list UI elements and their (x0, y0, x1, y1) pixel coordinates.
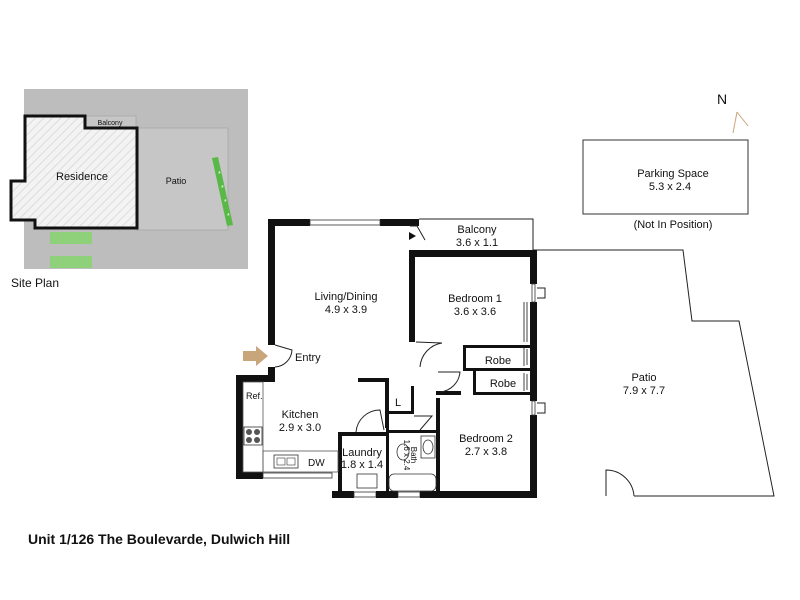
site-balcony-label: Balcony (98, 120, 123, 127)
property-address: Unit 1/126 The Boulevarde, Dulwich Hill (28, 531, 291, 547)
balcony-dims: 3.6 x 1.1 (456, 237, 498, 249)
bedroom2-dims: 2.7 x 3.8 (465, 446, 507, 458)
parking-dims: 5.3 x 2.4 (649, 181, 691, 193)
balcony-label: Balcony (457, 224, 497, 236)
laundry-tub (356, 473, 378, 489)
patio-outline (533, 249, 775, 497)
bath-label: Bath (409, 447, 418, 463)
walls (236, 219, 537, 498)
svg-text:*: * (221, 185, 224, 192)
parking-note: (Not In Position) (634, 219, 713, 231)
site-patio-label: Patio (166, 176, 187, 186)
parking-space: Parking Space 5.3 x 2.4 (Not In Position… (582, 139, 749, 231)
window-bath (397, 491, 421, 498)
robe1-label: Robe (485, 355, 511, 367)
patio-dims: 7.9 x 7.7 (623, 385, 665, 397)
residence-footprint (9, 114, 139, 230)
living-dims: 4.9 x 3.9 (325, 304, 367, 316)
laundry-dims: 1.8 x 1.4 (341, 459, 383, 471)
room-labels: Balcony 3.6 x 1.1 Living/Dining 4.9 x 3.… (246, 224, 665, 471)
fixtures (242, 381, 437, 492)
doors (274, 225, 546, 433)
living-label: Living/Dining (315, 291, 378, 303)
hedge: * * * * (212, 157, 233, 226)
patio-label: Patio (631, 372, 656, 384)
parking-label: Parking Space (637, 168, 709, 180)
window-laundry (353, 491, 377, 498)
svg-text:*: * (227, 213, 230, 220)
svg-text:*: * (224, 199, 227, 206)
residence-label: Residence (56, 171, 108, 183)
bedroom2-label: Bedroom 2 (459, 433, 513, 445)
stove (243, 426, 263, 446)
bedroom1-label: Bedroom 1 (448, 293, 502, 305)
window-kitchen (262, 472, 333, 479)
patio-area (135, 127, 229, 231)
site-plan: * * * * Balcony Residence Patio Site Pla… (9, 89, 248, 290)
kitchen-label: Kitchen (282, 409, 319, 421)
laundry-label: Laundry (342, 447, 382, 459)
entry-arrow-icon (243, 346, 268, 366)
site-plan-title: Site Plan (11, 276, 59, 290)
balcony-outline (419, 218, 534, 250)
dw-label: DW (308, 458, 325, 469)
toilet (396, 443, 410, 461)
grass-strip-2 (50, 256, 92, 268)
svg-text:*: * (218, 171, 221, 178)
north-arrow: N (717, 91, 749, 134)
linen-label: L (395, 397, 401, 409)
window-living (309, 219, 381, 226)
kitchen-dims: 2.9 x 3.0 (279, 422, 321, 434)
bath-dims: 1.6 x 2.4 (402, 440, 411, 471)
bedroom1-dims: 3.6 x 3.6 (454, 306, 496, 318)
ref-label: Ref. (246, 391, 263, 401)
bathtub (388, 473, 437, 492)
entry-label: Entry (295, 352, 321, 364)
kitchen-sink (273, 454, 299, 469)
north-label: N (717, 91, 727, 107)
grass-strip-1 (50, 232, 92, 244)
robe2-label: Robe (490, 378, 516, 390)
